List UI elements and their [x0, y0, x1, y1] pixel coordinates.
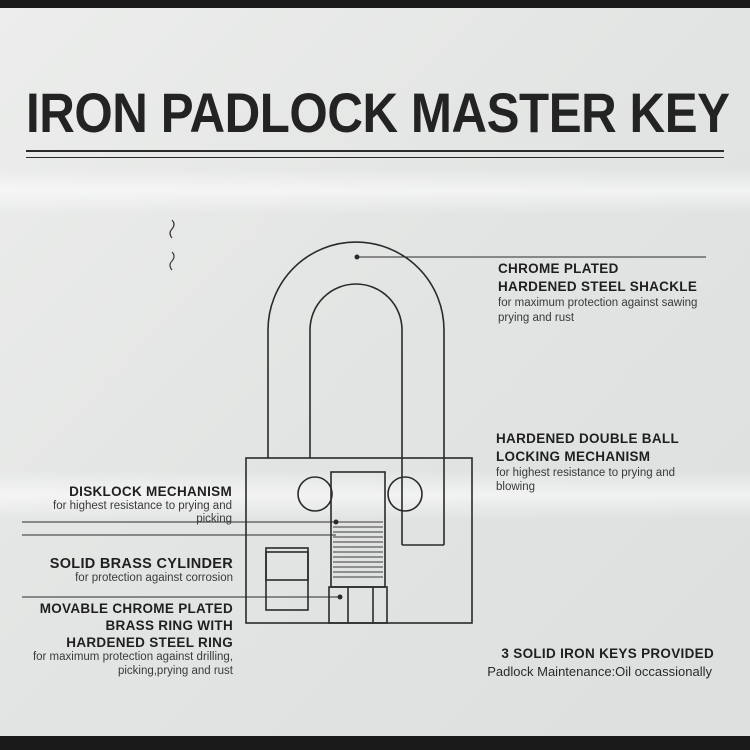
ring-heading-2: BRASS RING WITH: [105, 618, 233, 633]
title-underline-thin: [26, 157, 724, 158]
shackle-inner: [309, 283, 403, 545]
maintenance-note: Padlock Maintenance:Oil occassionally: [487, 664, 712, 679]
ring-heading-3: HARDENED STEEL RING: [66, 635, 233, 650]
ball-desc-1: for highest resistance to prying and: [496, 467, 675, 479]
ring-desc-1: for maximum protection against drilling,: [32, 651, 233, 663]
shackle-desc-2: prying and rust: [498, 312, 575, 324]
side-chamber-insert: [265, 551, 309, 581]
locking-ball-right: [387, 476, 423, 512]
ring-desc-2: picking,prying and rust: [117, 665, 233, 677]
leader-lines: [22, 254, 706, 600]
packaging-card: [0, 8, 750, 736]
locking-ball-left: [297, 476, 333, 512]
title-underline: [26, 150, 724, 152]
disk-stack: [333, 521, 383, 578]
ball-desc-2: blowing: [496, 481, 535, 493]
padlock-body: [245, 457, 473, 624]
product-title: IRON PADLOCK MASTER KEY: [26, 81, 730, 144]
ring-heading-1: MOVABLE CHROME PLATED: [39, 601, 233, 616]
plastic-wrap-glare: [0, 470, 750, 520]
shackle-desc-1: for maximum protection against sawing: [498, 297, 698, 309]
shackle-heading-1: CHROME PLATED: [498, 261, 619, 276]
cylinder-housing: [330, 471, 386, 588]
shackle-outer: [267, 241, 445, 545]
disklock-heading: DISKLOCK MECHANISM: [69, 484, 232, 499]
disklock-desc-1: for highest resistance to prying and: [53, 500, 232, 512]
plastic-wrap-glare: [0, 168, 750, 214]
ball-heading-2: LOCKING MECHANISM: [496, 449, 651, 464]
ball-heading-1: HARDENED DOUBLE BALL: [496, 431, 679, 446]
keys-heading: 3 SOLID IRON KEYS PROVIDED: [501, 646, 714, 661]
side-chamber: [265, 547, 309, 611]
hole-marks: [169, 219, 175, 271]
brass-ring: [328, 586, 388, 624]
cylinder-desc: for protection against corrosion: [75, 572, 233, 584]
cylinder-heading: SOLID BRASS CYLINDER: [49, 556, 233, 572]
shackle-heading-2: HARDENED STEEL SHACKLE: [498, 279, 698, 294]
disklock-desc-2: picking: [196, 513, 232, 525]
